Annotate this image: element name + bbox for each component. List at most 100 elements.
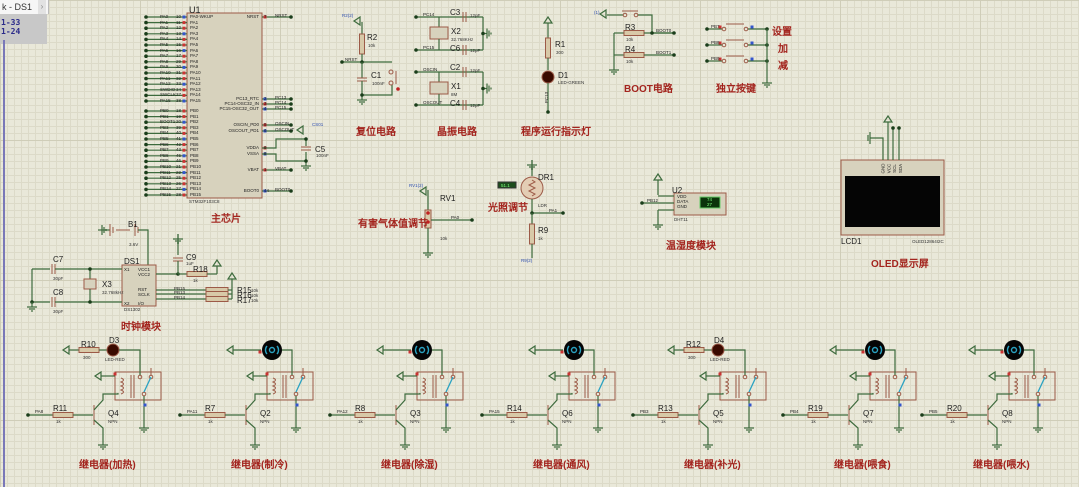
motor-icon[interactable] xyxy=(412,340,432,360)
mcu-chip-body[interactable] xyxy=(186,12,263,199)
resistor-icon[interactable] xyxy=(807,412,829,418)
transistor-ref[interactable]: Q5 xyxy=(713,409,724,418)
editor-tab[interactable]: k - DS1 xyxy=(0,0,49,14)
b1-ref[interactable]: B1 xyxy=(128,220,138,229)
r1-ref[interactable]: R1 xyxy=(555,40,566,49)
motor-icon[interactable] xyxy=(865,340,885,360)
c5-ref[interactable]: C5 xyxy=(315,145,326,154)
pullup-ref[interactable]: R16 xyxy=(237,291,252,300)
led-ref[interactable]: D4 xyxy=(714,336,725,345)
c7-ref[interactable]: C7 xyxy=(53,255,64,264)
relay-resistor-ref[interactable]: R20 xyxy=(947,404,962,413)
dht11-pin: GND xyxy=(677,204,687,209)
led-ref[interactable]: D3 xyxy=(109,336,120,345)
pin-state-marker xyxy=(718,41,722,45)
r3-ref[interactable]: R3 xyxy=(625,23,636,32)
rv1-ref[interactable]: RV1 xyxy=(440,194,456,203)
relay-switch-arm xyxy=(295,376,304,393)
key-switch-icon[interactable] xyxy=(721,58,727,64)
relay-resistor-ref[interactable]: R11 xyxy=(53,404,68,413)
ds1302-body[interactable] xyxy=(121,264,157,307)
resistor-icon[interactable] xyxy=(545,37,551,59)
resistor-icon[interactable] xyxy=(52,412,74,418)
r2-ref[interactable]: R2 xyxy=(367,33,378,42)
run-led-icon[interactable] xyxy=(541,70,555,84)
junction-dot xyxy=(144,43,148,47)
pullup-ref[interactable]: R15 xyxy=(237,286,252,295)
key-switch-icon[interactable] xyxy=(743,58,749,64)
led-resistor-ref[interactable]: R10 xyxy=(81,340,96,349)
relay-resistor-ref[interactable]: R19 xyxy=(808,404,823,413)
transistor-ref[interactable]: Q4 xyxy=(108,409,119,418)
boot-switch-icon[interactable] xyxy=(622,12,628,18)
relay-icon[interactable] xyxy=(568,371,616,401)
relay-resistor-ref[interactable]: R13 xyxy=(658,404,673,413)
resistor-icon[interactable] xyxy=(204,412,226,418)
relay-icon[interactable] xyxy=(266,371,314,401)
c1-ref[interactable]: C1 xyxy=(371,71,382,80)
crystal-icon[interactable] xyxy=(83,278,97,290)
motor-icon[interactable] xyxy=(1004,340,1024,360)
r4-ref[interactable]: R4 xyxy=(625,45,636,54)
power-terminal-icon xyxy=(352,15,361,27)
boot-switch-icon[interactable] xyxy=(633,12,639,18)
reset-button-icon[interactable] xyxy=(388,80,394,86)
relay-resistor-ref[interactable]: R7 xyxy=(205,404,216,413)
u2-ref[interactable]: U2 xyxy=(672,186,683,195)
c4-ref[interactable]: C4 xyxy=(450,99,461,108)
transistor-value: NPN xyxy=(1002,419,1012,424)
key-switch-icon[interactable] xyxy=(743,26,749,32)
crystal-icon[interactable] xyxy=(429,26,449,40)
r9-ref[interactable]: R9 xyxy=(538,226,549,235)
tab-scroll-arrow[interactable]: › xyxy=(38,0,46,14)
led-resistor-ref[interactable]: R12 xyxy=(686,340,701,349)
resistor-icon[interactable] xyxy=(205,291,229,297)
transistor-ref[interactable]: Q2 xyxy=(260,409,271,418)
c6-ref[interactable]: C6 xyxy=(450,44,461,53)
x1-ref[interactable]: X1 xyxy=(451,82,461,91)
x2-ref[interactable]: X2 xyxy=(451,27,461,36)
crystal-icon[interactable] xyxy=(429,81,449,95)
pullup-ref[interactable]: R17 xyxy=(237,296,252,305)
key-switch-icon[interactable] xyxy=(743,42,749,48)
d1-ref[interactable]: D1 xyxy=(558,71,569,80)
relay-icon[interactable] xyxy=(1008,371,1056,401)
transistor-ref[interactable]: Q6 xyxy=(562,409,573,418)
motor-icon[interactable] xyxy=(262,340,282,360)
ds1-ref[interactable]: DS1 xyxy=(124,257,140,266)
r18-ref[interactable]: R18 xyxy=(193,265,208,274)
relay-icon[interactable] xyxy=(416,371,464,401)
resistor-icon[interactable] xyxy=(946,412,968,418)
mcu-pin-number: 2 xyxy=(264,96,267,101)
relay-resistor-ref[interactable]: R8 xyxy=(355,404,366,413)
c8-ref[interactable]: C8 xyxy=(53,288,64,297)
reset-button-icon[interactable] xyxy=(388,69,394,75)
relay-icon[interactable] xyxy=(869,371,917,401)
dr1-ref[interactable]: DR1 xyxy=(538,173,555,182)
transistor-ref[interactable]: Q7 xyxy=(863,409,874,418)
transistor-ref[interactable]: Q8 xyxy=(1002,409,1013,418)
c2-ref[interactable]: C2 xyxy=(450,63,461,72)
mcu-ref[interactable]: U1 xyxy=(189,5,201,15)
x3-ref[interactable]: X3 xyxy=(102,280,112,289)
transistor-ref[interactable]: Q3 xyxy=(410,409,421,418)
c9-ref[interactable]: C9 xyxy=(186,253,197,262)
c3-ref[interactable]: C3 xyxy=(450,8,461,17)
resistor-icon[interactable] xyxy=(359,33,365,55)
relay-icon[interactable] xyxy=(719,371,767,401)
lcd1-ref[interactable]: LCD1 xyxy=(841,237,862,246)
resistor-icon[interactable] xyxy=(529,223,535,245)
key-switch-icon[interactable] xyxy=(721,26,727,32)
motor-icon[interactable] xyxy=(564,340,584,360)
relay-icon[interactable] xyxy=(114,371,162,401)
resistor-icon[interactable] xyxy=(205,296,229,302)
pin-state-marker xyxy=(263,129,267,133)
resistor-icon[interactable] xyxy=(506,412,528,418)
key-switch-icon[interactable] xyxy=(721,42,727,48)
resistor-icon[interactable] xyxy=(354,412,376,418)
resistor-icon[interactable] xyxy=(657,412,679,418)
relay-resistor-ref[interactable]: R14 xyxy=(507,404,522,413)
led-icon[interactable] xyxy=(106,343,120,357)
led-icon[interactable] xyxy=(711,343,725,357)
